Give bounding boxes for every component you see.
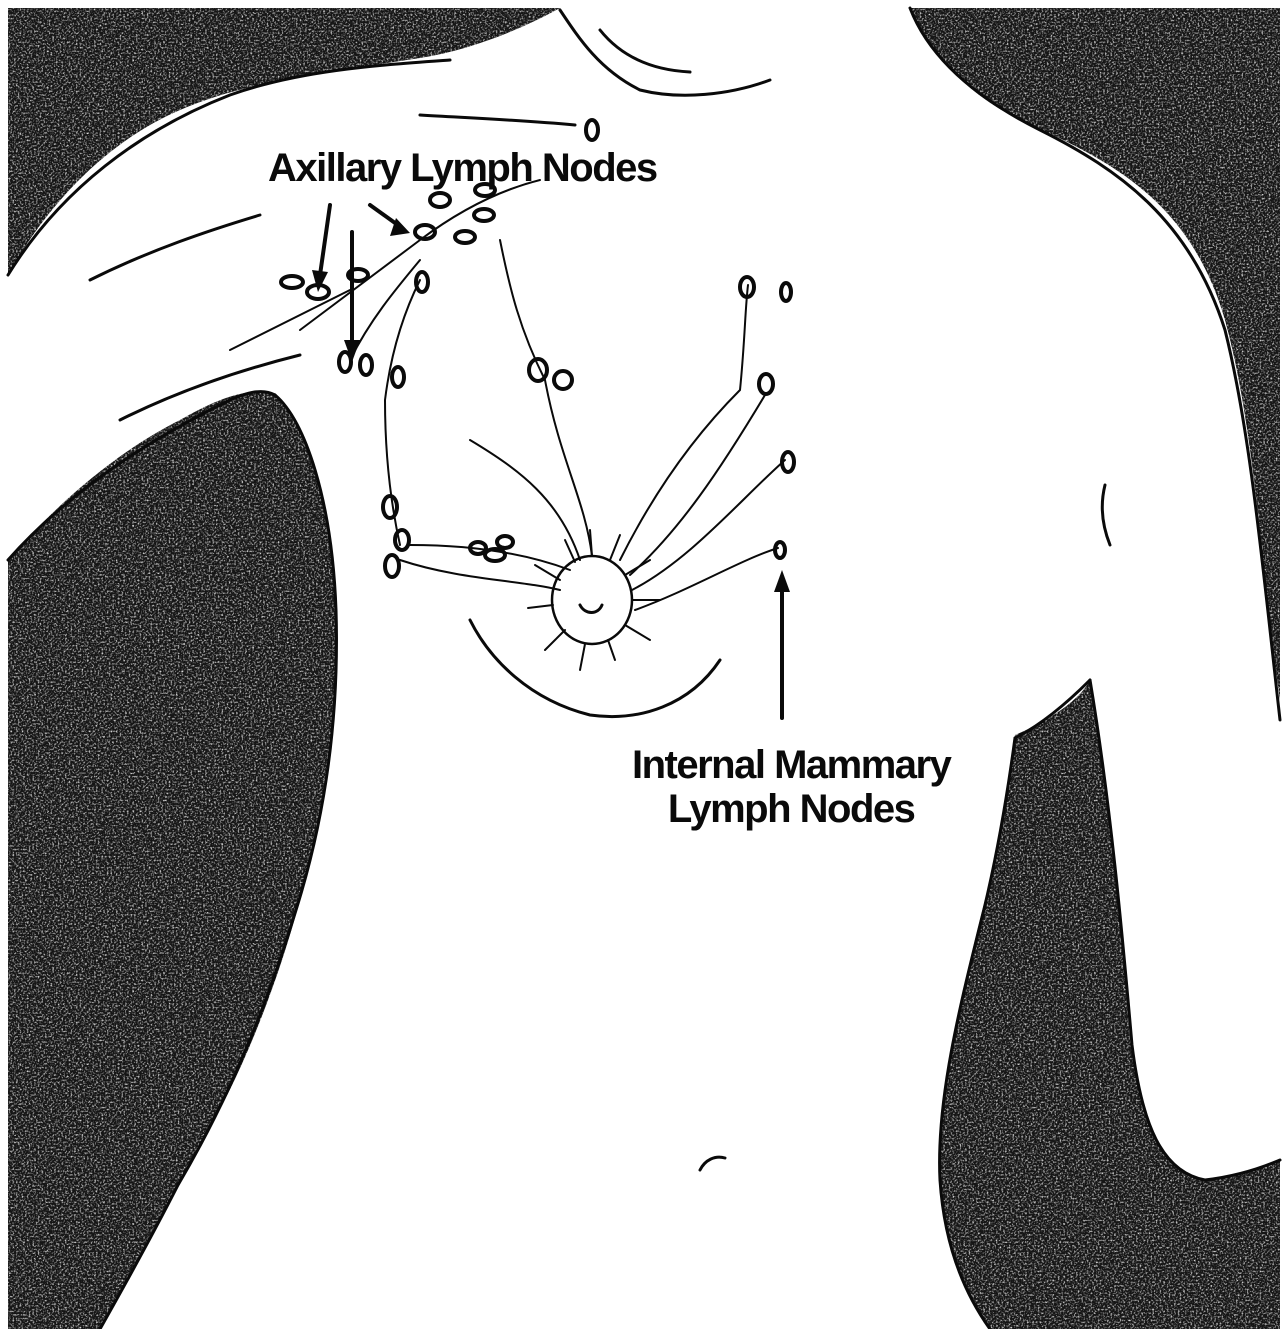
node bbox=[554, 371, 572, 389]
arm-fold bbox=[90, 215, 260, 280]
node bbox=[392, 367, 404, 387]
node bbox=[385, 555, 399, 577]
breast-outline bbox=[470, 620, 720, 717]
node bbox=[775, 542, 785, 558]
node bbox=[383, 496, 397, 518]
right-breast-curve bbox=[1102, 485, 1110, 545]
node bbox=[281, 276, 303, 288]
internal-label-line-1: Internal Mammary bbox=[632, 743, 950, 787]
internal-label-line-2: Lymph Nodes bbox=[632, 787, 950, 831]
arrows bbox=[312, 205, 790, 718]
node bbox=[485, 549, 505, 561]
node bbox=[759, 374, 773, 394]
node bbox=[339, 352, 351, 372]
neck-fold bbox=[600, 30, 690, 72]
node bbox=[497, 536, 513, 548]
clavicle bbox=[420, 115, 575, 125]
areola bbox=[528, 530, 660, 670]
node bbox=[455, 231, 475, 243]
node bbox=[430, 193, 450, 207]
node bbox=[416, 272, 428, 292]
internal-mammary-lymph-nodes-label: Internal Mammary Lymph Nodes bbox=[632, 743, 950, 831]
neck-line bbox=[560, 10, 770, 95]
node bbox=[529, 359, 547, 381]
node bbox=[474, 209, 494, 221]
node bbox=[395, 530, 409, 550]
node bbox=[781, 283, 791, 301]
navel bbox=[700, 1157, 725, 1170]
node bbox=[782, 452, 794, 472]
background-shading bbox=[8, 8, 1280, 1329]
node bbox=[360, 355, 372, 375]
axillary-lymph-nodes-label: Axillary Lymph Nodes bbox=[268, 148, 657, 188]
node bbox=[586, 120, 598, 140]
axillary-arrow-1 bbox=[320, 205, 330, 275]
